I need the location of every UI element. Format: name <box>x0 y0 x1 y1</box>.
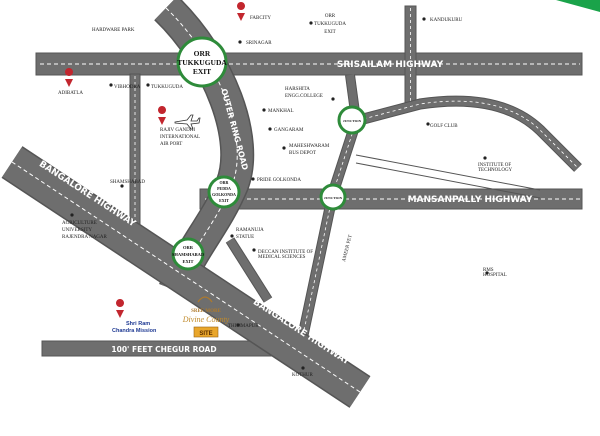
mansanpally-highway <box>199 188 583 210</box>
orr-shamshabad-exit: ORR SHAMSHABAD EXIT <box>171 237 205 271</box>
site-logo: SREE MORE Divine County <box>182 296 230 324</box>
place-airport-line: AIR PORT <box>160 142 182 147</box>
place-orr-tukkuguda-line: EXIT <box>324 30 335 35</box>
east-loop-road <box>350 95 582 172</box>
junction-label: JUNCTION <box>343 119 362 123</box>
place-hardware-park: HARDWARE PARK <box>92 28 135 33</box>
orr-tukkuguda-exit: ORR TUKKUGUDA EXIT <box>176 36 228 88</box>
place-ramanuja-line: STATUE <box>236 235 254 240</box>
place-kandukuru: KANDUKURU <box>430 18 463 23</box>
place-deccan-line: DECCAN INSTITUTE OF <box>258 250 313 255</box>
map-pin-icon <box>158 106 167 125</box>
bangalore-highway <box>1 146 371 408</box>
site-badge: SITE <box>193 326 219 338</box>
shamshabad-link-road <box>225 237 273 303</box>
exit-line: ORR <box>183 245 194 250</box>
site-badge-label: SITE <box>199 331 212 337</box>
place-adibatla: ADIBATLA <box>58 91 83 96</box>
mission-line: Shri Ram <box>126 321 150 327</box>
exit-line: TUKKUGUDA <box>177 58 227 67</box>
site-project: Divine County <box>182 315 230 324</box>
airplane-icon <box>174 114 201 130</box>
place-vibhodra: VIBHODRA <box>114 85 141 90</box>
place-airport-line: RAJIV GANDHI <box>160 128 195 133</box>
place-agri-line: AGRICULTURE <box>62 221 97 226</box>
mansanpally-highway-label: MANSANPALLY HIGHWAY <box>408 195 533 205</box>
place-harshita-line: HARSHITA <box>285 87 310 92</box>
place-east-college-line: INSTITUTE OF <box>478 163 511 168</box>
site-brand: SREE MORE <box>191 309 222 314</box>
exit-line: EXIT <box>193 67 211 76</box>
place-fabcity: FABCITY <box>250 16 271 21</box>
junction-circle-top: JUNCTION <box>337 105 367 135</box>
chegur-road-label: 100' FEET CHEGUR ROAD <box>111 345 216 354</box>
map-pin-icon <box>116 299 125 318</box>
exit-line: GOLKONDA <box>212 192 236 197</box>
place-thimmapur: THIMMAPUR <box>228 324 259 329</box>
place-dots <box>70 17 489 370</box>
orr-pedda-golkonda-exit: ORR PEDDA GOLKONDA EXIT <box>207 175 241 209</box>
corner-accent <box>556 0 600 12</box>
place-maheshwaram-line: BUS DEPOT <box>289 151 316 156</box>
place-tukkuguda: TUKKUGUDA <box>151 85 183 90</box>
junction-label: JUNCTION <box>324 196 343 200</box>
place-orr-tukkuguda-line: TUKKUGUDA <box>314 22 346 27</box>
place-airport-line: INTERNATIONAL <box>160 135 200 140</box>
place-maheshwaram-line: MAHESHWARAM <box>289 144 330 149</box>
ameer-pet-label: AMEER PET <box>342 234 354 262</box>
place-kothur: KOTHUR <box>292 373 313 378</box>
tukkuguda-link-road <box>129 73 141 225</box>
place-deccan-line: MEDICAL SCIENCES <box>258 255 306 260</box>
exit-line: EXIT <box>182 259 193 264</box>
place-pride-golkonda: PRIDE GOLKONDA <box>257 178 301 183</box>
place-orr-tukkuguda-line: ORR <box>325 14 336 19</box>
srisailam-highway-label: SRISAILAM HIGHWAY <box>337 60 444 70</box>
exit-line: PEDDA <box>217 186 231 191</box>
exit-line: EXIT <box>219 198 229 203</box>
exit-line: ORR <box>220 180 229 185</box>
place-agri-line: RAJENDRA NAGAR <box>62 235 108 240</box>
srisailam-highway <box>35 52 583 76</box>
ameer-pet-road <box>296 196 338 342</box>
exit-line: ORR <box>194 49 211 58</box>
place-agri-line: UNIVERSITY <box>62 228 92 233</box>
place-ramanuja-line: RAMANUJA <box>236 228 264 233</box>
place-east-college-line: TECHNOLOGY <box>478 168 513 173</box>
thin-road-line <box>355 154 541 191</box>
place-east-small: HOSPITAL <box>483 273 507 278</box>
place-harshita-line: ENGG.COLLEGE <box>285 94 323 99</box>
place-east-small: GOLF CLUB <box>430 124 458 129</box>
junction-circle-mid: JUNCTION <box>319 183 347 211</box>
exit-line: SHAMSHABAD <box>172 252 205 257</box>
mission-line: Chandra Mission <box>112 328 157 334</box>
place-srinagar: SRINAGAR <box>246 41 272 46</box>
place-shamshabad: SHAMSHABAD <box>110 180 145 185</box>
kandukuru-road <box>404 5 417 110</box>
map-pin-icon <box>237 2 246 21</box>
thin-road-line <box>355 162 541 199</box>
place-gangaram: GANGARAM <box>274 128 304 133</box>
place-east-small: RMS <box>483 268 494 273</box>
map-pin-icon <box>65 68 74 87</box>
place-mankhal: MANKHAL <box>268 109 294 114</box>
